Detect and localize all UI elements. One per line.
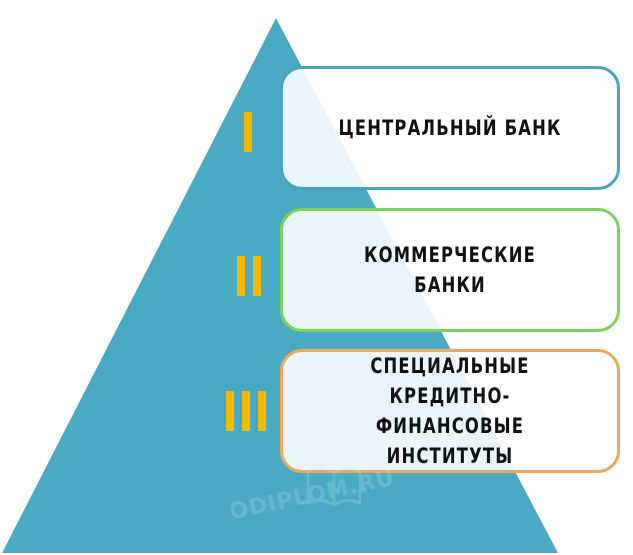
tier-1-label: ЦЕНТРАЛЬНЫЙ БАНК bbox=[338, 116, 562, 140]
watermark: ODIPLOM.RU bbox=[218, 455, 438, 535]
tier-3-box: СПЕЦИАЛЬНЫЕ КРЕДИТНО- ФИНАНСОВЫЕ ИНСТИТУ… bbox=[280, 349, 620, 473]
numeral-bar bbox=[253, 256, 261, 296]
numeral-bar bbox=[242, 391, 250, 431]
tier-2-box: КОММЕРЧЕСКИЕ БАНКИ bbox=[280, 208, 620, 332]
tier-2-numeral bbox=[237, 256, 261, 296]
tier-2-label: КОММЕРЧЕСКИЕ БАНКИ bbox=[364, 243, 536, 297]
numeral-bar bbox=[258, 391, 266, 431]
tier-1-box: ЦЕНТРАЛЬНЫЙ БАНК bbox=[280, 66, 620, 190]
tier-1-numeral bbox=[244, 112, 252, 152]
numeral-bar bbox=[237, 256, 245, 296]
numeral-bar bbox=[244, 112, 252, 152]
tier-3-label: СПЕЦИАЛЬНЫЕ КРЕДИТНО- ФИНАНСОВЫЕ ИНСТИТУ… bbox=[370, 354, 530, 468]
numeral-bar bbox=[226, 391, 234, 431]
book-icon bbox=[306, 466, 362, 507]
tier-3-numeral bbox=[226, 391, 266, 431]
